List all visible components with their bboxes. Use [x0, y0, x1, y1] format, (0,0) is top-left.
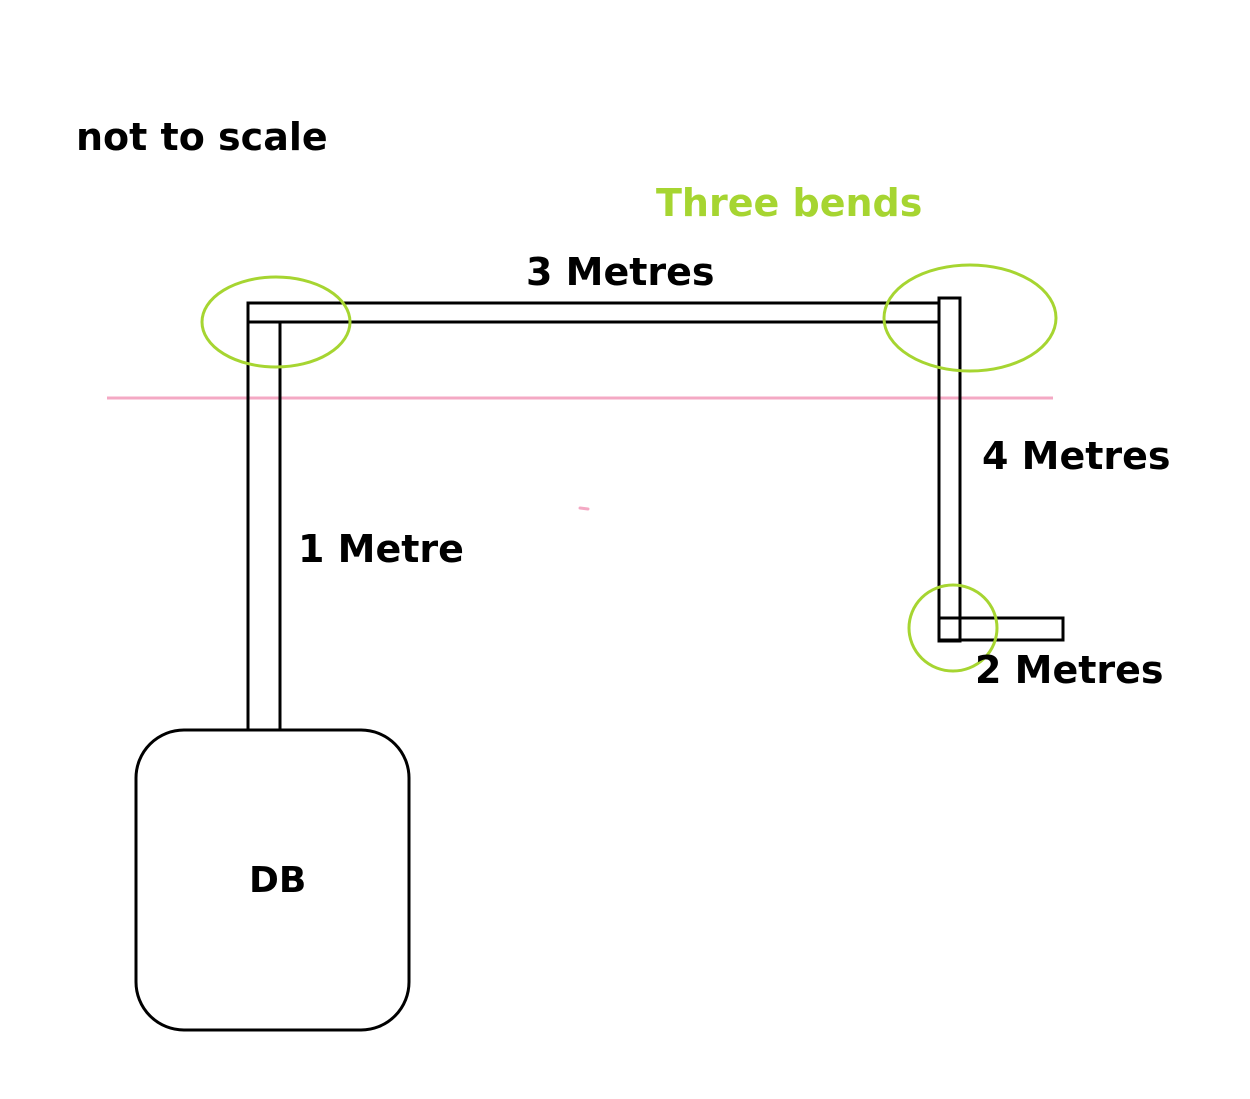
not-to-scale-note: not to scale: [76, 115, 328, 159]
top-run-length-label: 3 Metres: [526, 250, 715, 294]
three-bends-label: Three bends: [656, 181, 923, 225]
left-run-length-label: 1 Metre: [298, 527, 464, 571]
right-run-length-label: 4 Metres: [982, 434, 1171, 478]
bend-highlight-bottom-right: [907, 583, 999, 673]
bend-highlight-top-left: [200, 275, 352, 369]
stray-mark: [578, 506, 590, 511]
pipe-left-vertical: [246, 320, 282, 732]
pipe-top-horizontal: [246, 301, 941, 324]
pipe-end-horizontal: [937, 616, 1065, 642]
end-run-length-label: 2 Metres: [975, 648, 1164, 692]
db-box-label: DB: [249, 860, 307, 901]
pipe-right-vertical: [937, 296, 962, 643]
bend-highlight-top-right: [882, 263, 1058, 373]
